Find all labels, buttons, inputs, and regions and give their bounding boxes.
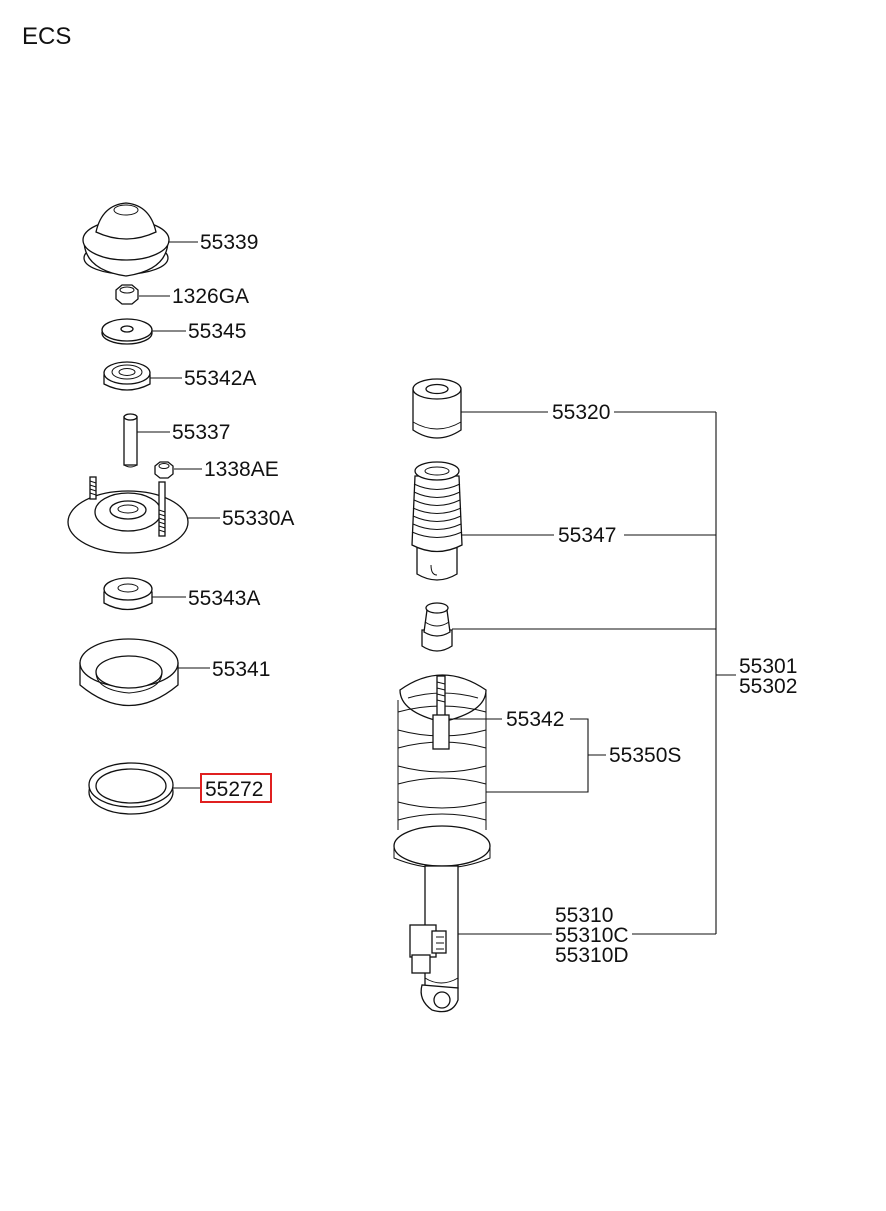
part-bump-stopper: [421, 602, 453, 652]
part-55320-dust-cover: [412, 378, 462, 439]
label-55310: 55310: [555, 904, 613, 927]
label-55310D: 55310D: [555, 944, 629, 967]
diagram-title: ECS: [22, 23, 71, 50]
label-55302: 55302: [739, 675, 797, 698]
label-1326GA: 1326GA: [172, 285, 249, 308]
part-55347-bellows: [411, 461, 463, 581]
label-1338AE: 1338AE: [204, 458, 279, 481]
label-55310C: 55310C: [555, 924, 629, 947]
label-55345: 55345: [188, 320, 246, 343]
label-55342: 55342: [506, 708, 564, 731]
label-55320: 55320: [552, 401, 610, 424]
label-55337: 55337: [172, 421, 230, 444]
part-55337-collar: [123, 413, 138, 468]
part-55345-washer: [101, 318, 153, 345]
part-55272-insulator-ring: [88, 762, 174, 815]
label-55342A: 55342A: [184, 367, 256, 390]
label-55350S: 55350S: [609, 744, 681, 767]
part-55342-bushing: [432, 675, 450, 750]
label-55330A: 55330A: [222, 507, 294, 530]
label-55343A: 55343A: [188, 587, 260, 610]
part-55350S-coil-spring: [393, 674, 491, 869]
label-55341: 55341: [212, 658, 270, 681]
label-55347: 55347: [558, 524, 616, 547]
part-1326GA-nut: [115, 284, 139, 305]
highlight-box-55272: [200, 773, 272, 803]
part-55310-shock-absorber: [409, 865, 459, 1013]
label-55272: 55272: [205, 778, 263, 801]
label-55301: 55301: [739, 655, 797, 678]
label-55339: 55339: [200, 231, 258, 254]
part-55330A-plate: [67, 476, 189, 554]
part-55339-cap: [82, 202, 170, 277]
part-1338AE-nut: [154, 461, 174, 479]
part-55341-spring-seat: [79, 638, 179, 706]
part-55342A-bushing: [103, 361, 151, 391]
part-55343A-bushing: [103, 577, 153, 611]
